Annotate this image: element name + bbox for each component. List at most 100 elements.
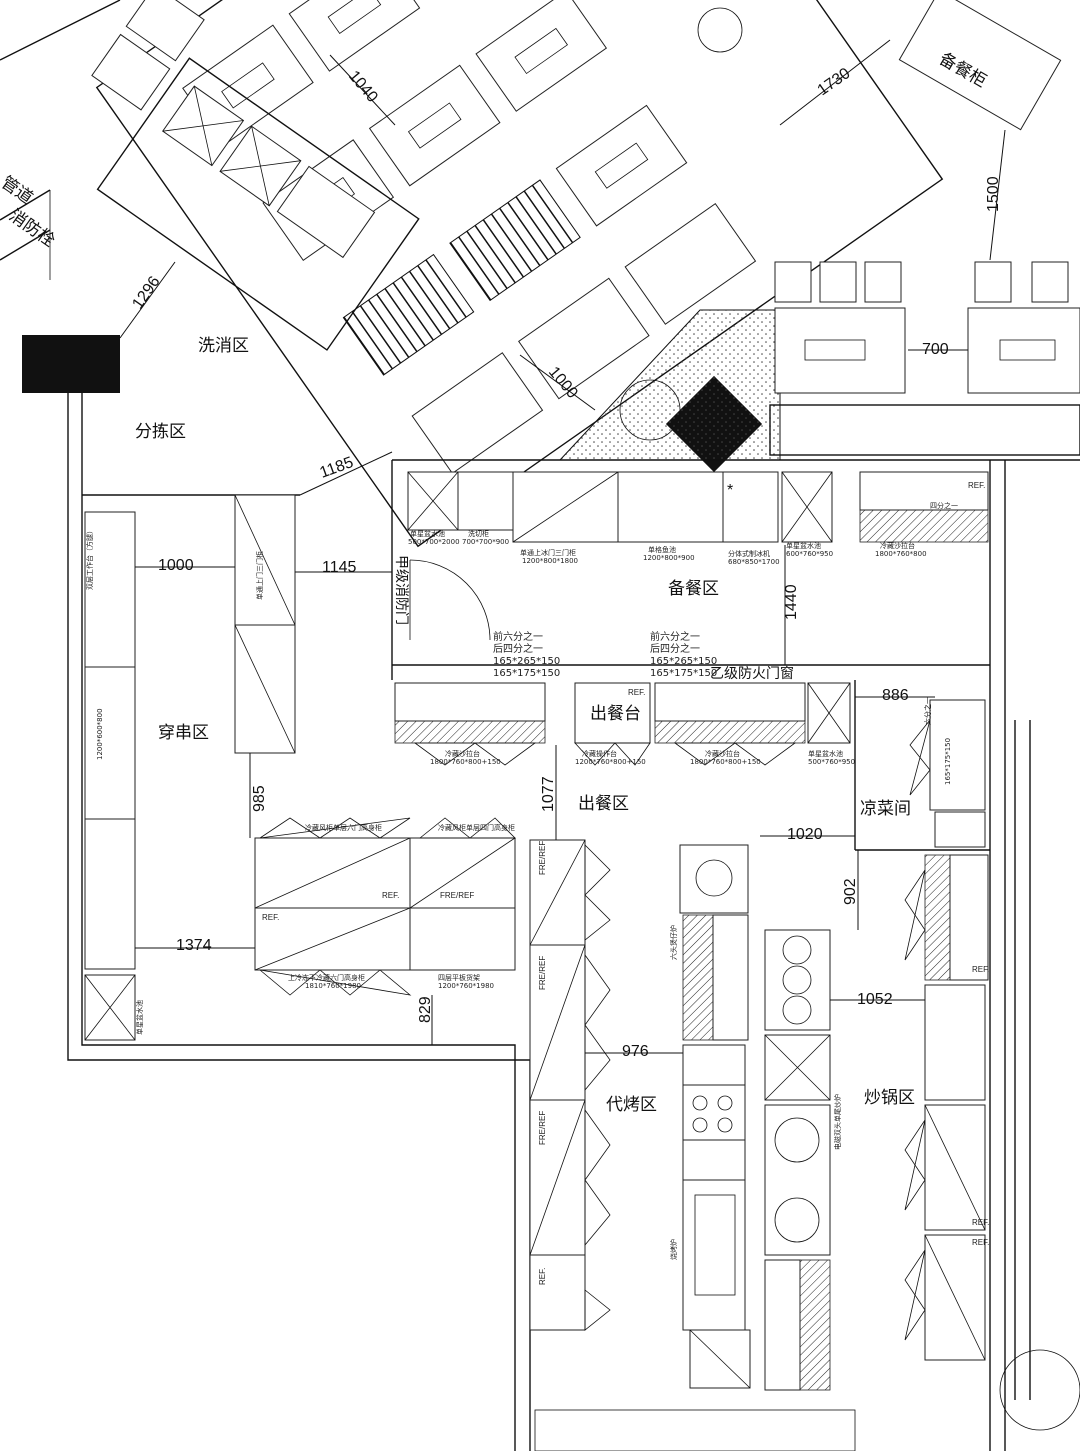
zone-cold-room: 凉菜间 <box>860 799 911 819</box>
wash-area-rotated <box>91 0 420 351</box>
eq-sink2: 单星盆水池 <box>786 541 821 550</box>
label-fire-window-b: 乙级防火门窗 <box>710 665 794 682</box>
eq-four-door: 冷藏风柜单层四门高身柜 <box>438 823 515 832</box>
structural-column <box>22 335 120 393</box>
dim-902: 902 <box>842 878 859 905</box>
eq-dbl-table-b: 1200*600*800 <box>96 708 104 760</box>
pan-note-2: 后四分之一 <box>493 642 543 655</box>
label-ref-f: REF. <box>972 965 989 974</box>
eq-sink-top: 单星盆水池 <box>410 529 445 538</box>
dim-1040: 1040 <box>345 68 381 106</box>
zone-skewer: 穿串区 <box>158 723 209 743</box>
eq-six-door2: 上冷冻下冷藏六门高身柜 <box>288 973 365 982</box>
label-fre-ref-b: FRE/REF <box>538 841 547 875</box>
dim-1077: 1077 <box>540 776 557 812</box>
label-fire-door-a: 甲级消防门 <box>393 555 409 625</box>
eq-fridge3: 单通上冰门三门柜 <box>520 548 576 557</box>
pan-note-2b: 后四分之一 <box>650 642 700 655</box>
label-ref-a: REF. <box>382 891 399 900</box>
dim-976: 976 <box>622 1043 649 1060</box>
eq-sink2-size: 600*760*950 <box>786 550 833 558</box>
dim-886: 886 <box>882 687 909 704</box>
eq-fridge3-size: 1200*800*1800 <box>522 557 578 565</box>
pan-note-4: 165*175*150 <box>493 668 560 679</box>
right-top-seating <box>769 261 1080 456</box>
zone-sort: 分拣区 <box>135 422 186 442</box>
eq-work-tbl: 冷藏沙拉台 <box>445 749 480 758</box>
dim-1374: 1374 <box>176 937 212 954</box>
eq-cold-table-size: 1800*760*800 <box>875 550 927 558</box>
zone-prep: 备餐区 <box>668 579 719 599</box>
dim-1296: 1296 <box>129 273 163 312</box>
dim-1730: 1730 <box>815 65 854 99</box>
eq-sink-top-size: 500*700*2000 <box>408 538 460 546</box>
eq-shelf-size: 1200*760*1980 <box>438 982 494 990</box>
label-ref-b: REF. <box>262 913 279 922</box>
label-ref-e: REF. <box>972 1238 989 1247</box>
label-quarter: 四分之一 <box>930 501 958 510</box>
dim-1000-a: 1000 <box>158 557 194 574</box>
dining-area-rotated <box>95 0 944 548</box>
eq-sink3: 单星盆水池 <box>808 749 843 758</box>
eq-work-tbl-b: 冷藏操作台 <box>582 749 617 758</box>
star-mark: * <box>727 482 733 499</box>
label-fre-ref-c: FRE/REF <box>538 956 547 990</box>
eq-fridge-stand: 单通上门三门柜 <box>255 551 264 600</box>
eq-shelf: 四层平板货架 <box>438 973 480 982</box>
cold-cabinets <box>254 817 516 996</box>
zone-serve-area: 出餐区 <box>578 794 629 814</box>
eq-work-tbl-c-size: 1800*760*800+150 <box>690 758 761 766</box>
eq-work-tbl-c: 冷藏沙拉台 <box>705 749 740 758</box>
eq-grill: 烧烤炉 <box>669 1239 678 1260</box>
eq-hold: 六头煲仔炉 <box>669 925 678 960</box>
label-ref-serve: REF. <box>628 688 645 697</box>
dim-1500: 1500 <box>985 176 1002 212</box>
label-cold-1: 六分之一 <box>923 697 932 725</box>
fire-door-arc <box>409 559 491 641</box>
eq-dbl-table: 双层工作台（方腿） <box>85 527 94 590</box>
dim-1052: 1052 <box>857 991 893 1008</box>
eq-fish-size: 1200*800*900 <box>643 554 695 562</box>
label-fre-ref-a: FRE/REF <box>440 891 474 900</box>
pan-note-3b: 165*265*150 <box>650 656 717 667</box>
pan-note-1: 前六分之一 <box>493 630 543 643</box>
zone-roast: 代烤区 <box>606 1095 657 1115</box>
eq-ice-size: 680*850*1700 <box>728 558 780 566</box>
eq-sink3-size: 500*760*950 <box>808 758 855 766</box>
label-fre-ref-d: FRE/REF <box>538 1111 547 1145</box>
eq-six-door2-size: 1810*760*1980 <box>305 982 361 990</box>
zone-pipe: 管道 <box>0 173 36 209</box>
dim-700: 700 <box>922 341 949 358</box>
eq-six-door: 冷藏风柜单层六门高身柜 <box>305 823 382 832</box>
label-ref-top: REF. <box>968 481 985 490</box>
zone-wok: 炒锅区 <box>864 1088 915 1108</box>
eq-work-tbl-b-size: 1200*760*800+150 <box>575 758 646 766</box>
eq-chopping: 洗切柜 <box>468 529 489 538</box>
dim-985: 985 <box>251 785 268 812</box>
pan-note-4b: 165*175*150 <box>650 668 717 679</box>
pan-note-3: 165*265*150 <box>493 656 560 667</box>
serve-counter-row <box>394 682 851 766</box>
label-ref-d: REF. <box>972 1218 989 1227</box>
eq-ice: 分体式制冰机 <box>728 549 770 558</box>
cooking-line <box>679 844 831 1391</box>
dim-829: 829 <box>417 996 434 1023</box>
eq-fish: 单格鱼池 <box>648 545 676 554</box>
pan-note-1b: 前六分之一 <box>650 630 700 643</box>
label-cold-2: 165*175*150 <box>944 738 952 785</box>
label-ref-c: REF. <box>538 1268 547 1285</box>
right-cold-units <box>904 699 989 1361</box>
zone-serve-counter: 出餐台 <box>590 704 641 724</box>
dim-1020: 1020 <box>787 826 823 843</box>
dim-1145: 1145 <box>322 559 357 576</box>
skewer-area-tables <box>84 494 296 1041</box>
prep-top-row: * <box>407 471 989 543</box>
eq-cold-table: 冷藏沙拉台 <box>880 541 915 550</box>
eq-wok: 电磁双头单尾炒炉 <box>833 1094 842 1150</box>
eq-chopping-size: 700*700*900 <box>462 538 509 546</box>
zone-wash: 洗消区 <box>198 336 249 356</box>
dim-1440: 1440 <box>783 584 800 620</box>
eq-work-tbl-size: 1800*760*800+150 <box>430 758 501 766</box>
eq-sink-left: 单星盆水池 <box>135 1000 144 1035</box>
